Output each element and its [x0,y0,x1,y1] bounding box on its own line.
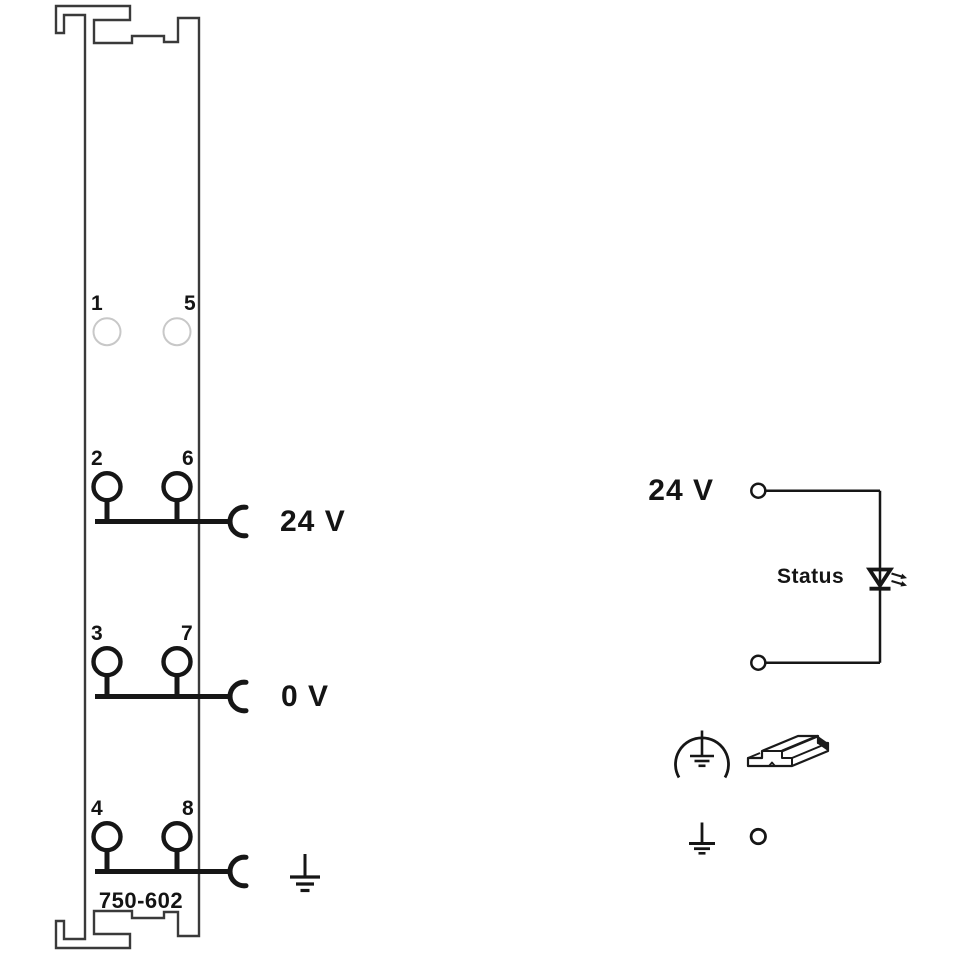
terminal-row-3-7 [91,646,249,714]
internal-schematic [750,482,907,671]
earth-dome-icon [674,730,730,779]
terminal-3-circle [91,646,123,678]
terminal-label-8: 8 [182,797,195,820]
terminal-5-circle [162,317,192,347]
terminal-row-2-6 [91,471,249,539]
status-led-label: Status [777,565,845,588]
terminal-7-circle [161,646,193,678]
terminal-label-6: 6 [182,447,195,470]
schematic-supply-label: 24 V [648,474,714,507]
clamp-contact-icon [227,679,249,714]
din-rail-3d-icon [746,734,830,768]
terminal-2-circle [91,471,123,503]
terminal-label-4: 4 [91,797,104,820]
terminal-label-1: 1 [91,292,104,315]
rail-label-24v: 24 V [280,505,346,538]
rail-label-0v: 0 V [281,680,330,713]
module-outline [54,4,201,950]
clamp-contact-icon [227,854,249,889]
terminal-label-5: 5 [184,292,197,315]
terminal-label-2: 2 [91,447,104,470]
schematic-terminal-top [750,482,767,499]
terminal-6-circle [161,471,193,503]
terminal-8-circle [161,821,193,853]
clamp-contact-icon [227,504,249,539]
led-diode-icon [865,567,907,591]
terminal-label-7: 7 [181,622,194,645]
terminal-4-circle [91,821,123,853]
earth-ground-icon [689,822,715,855]
schematic-terminal-bottom [750,654,767,671]
terminal-1-circle [92,317,122,347]
earth-ground-icon [290,854,320,893]
terminal-row-1-5 [92,317,192,347]
led-ray-icons [891,572,907,587]
contact-point-icon [749,827,767,846]
part-number-label: 750-602 [98,888,184,913]
terminal-row-4-8 [91,821,249,889]
terminal-label-3: 3 [91,622,104,645]
